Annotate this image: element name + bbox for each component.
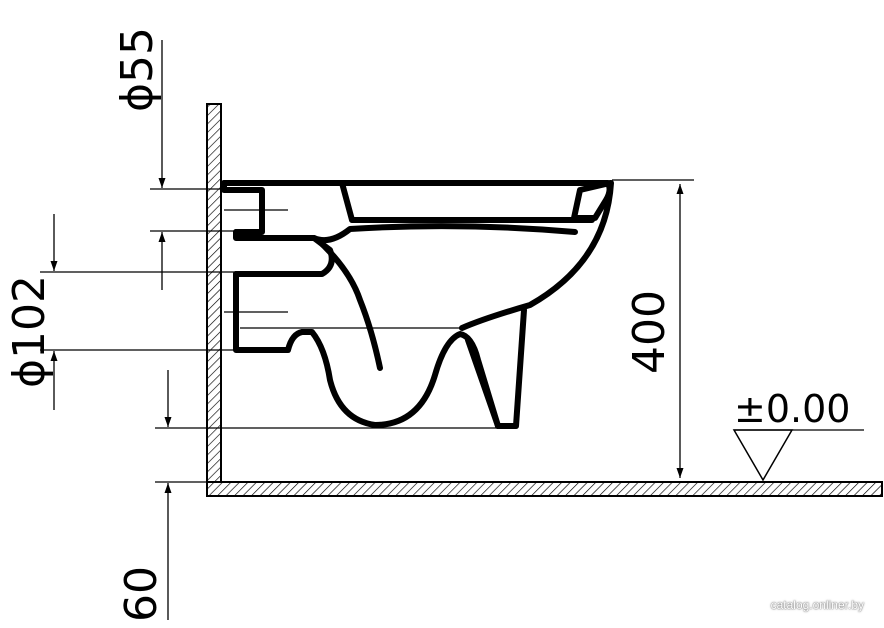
wall: [206, 103, 222, 497]
watermark: catalog.onliner.by: [770, 598, 864, 612]
dimension-arrows: [50, 40, 684, 620]
floor-level-marker: [732, 429, 864, 482]
height-label: 400: [624, 290, 675, 374]
toilet-outline: [221, 180, 614, 429]
floor-level-label: ±0.00: [734, 387, 850, 431]
base-offset-label: 60: [116, 566, 167, 622]
outlet-diameter-label: ϕ102: [4, 275, 55, 388]
floor: [206, 481, 883, 497]
reference-lines: [40, 179, 694, 483]
inlet-diameter-label: ϕ55: [112, 27, 163, 112]
